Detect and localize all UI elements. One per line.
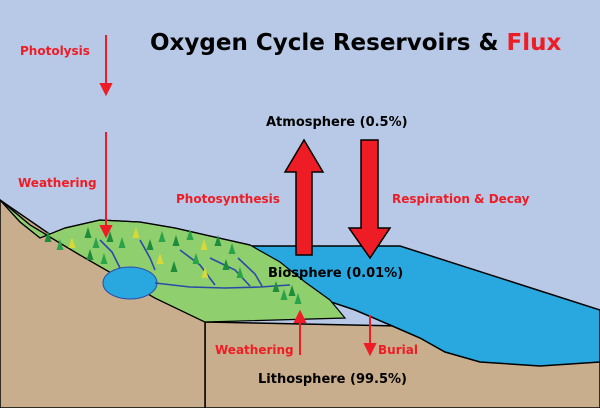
tree — [106, 231, 114, 242]
tree — [56, 239, 64, 250]
trees — [44, 227, 302, 304]
tree — [172, 235, 180, 246]
respiration-arrow — [347, 139, 392, 260]
tree — [186, 229, 194, 240]
tree — [146, 239, 154, 250]
tree — [118, 237, 126, 248]
tree — [192, 253, 200, 264]
title-main: Oxygen Cycle Reservoirs & — [150, 30, 507, 56]
photosynthesis-arrow — [283, 138, 325, 256]
diagram-title: Oxygen Cycle Reservoirs & Flux — [150, 30, 562, 56]
tree — [236, 267, 244, 278]
tree — [201, 267, 209, 278]
burial-label: Burial — [378, 343, 418, 357]
burial-arrow-head — [363, 343, 377, 357]
title-highlight: Flux — [507, 30, 562, 56]
tree — [158, 231, 166, 242]
atmosphere-label: Atmosphere (0.5%) — [266, 115, 408, 130]
tree — [222, 259, 230, 270]
flux-arrows — [283, 138, 392, 260]
tree — [280, 289, 288, 300]
tree — [214, 235, 222, 246]
photolysis-arrow-head — [99, 83, 113, 97]
tree — [132, 227, 140, 238]
tree — [272, 281, 280, 292]
respiration-label: Respiration & Decay — [392, 192, 530, 206]
tree — [86, 249, 94, 260]
tree — [170, 261, 178, 272]
tree — [68, 237, 76, 248]
tree — [294, 293, 302, 304]
biosphere-label: Biosphere (0.01%) — [268, 266, 403, 281]
lake — [102, 266, 158, 300]
tree — [200, 239, 208, 250]
tree — [156, 253, 164, 264]
tree — [84, 227, 92, 238]
weathering-bottom-arrow-head — [293, 309, 307, 323]
weathering-bottom-label: Weathering — [215, 343, 294, 357]
tree — [288, 285, 296, 296]
lithosphere-label: Lithosphere (99.5%) — [258, 372, 407, 387]
weathering-top-arrow-head — [99, 225, 113, 239]
tree — [92, 237, 100, 248]
weathering-top-label: Weathering — [18, 176, 97, 190]
photosynthesis-label: Photosynthesis — [176, 192, 280, 206]
tree — [228, 243, 236, 254]
land-edge — [0, 199, 251, 246]
photolysis-label: Photolysis — [20, 44, 90, 58]
thin-arrows — [99, 35, 377, 357]
rivers — [99, 239, 291, 289]
tree — [100, 253, 108, 264]
tree — [44, 231, 52, 242]
